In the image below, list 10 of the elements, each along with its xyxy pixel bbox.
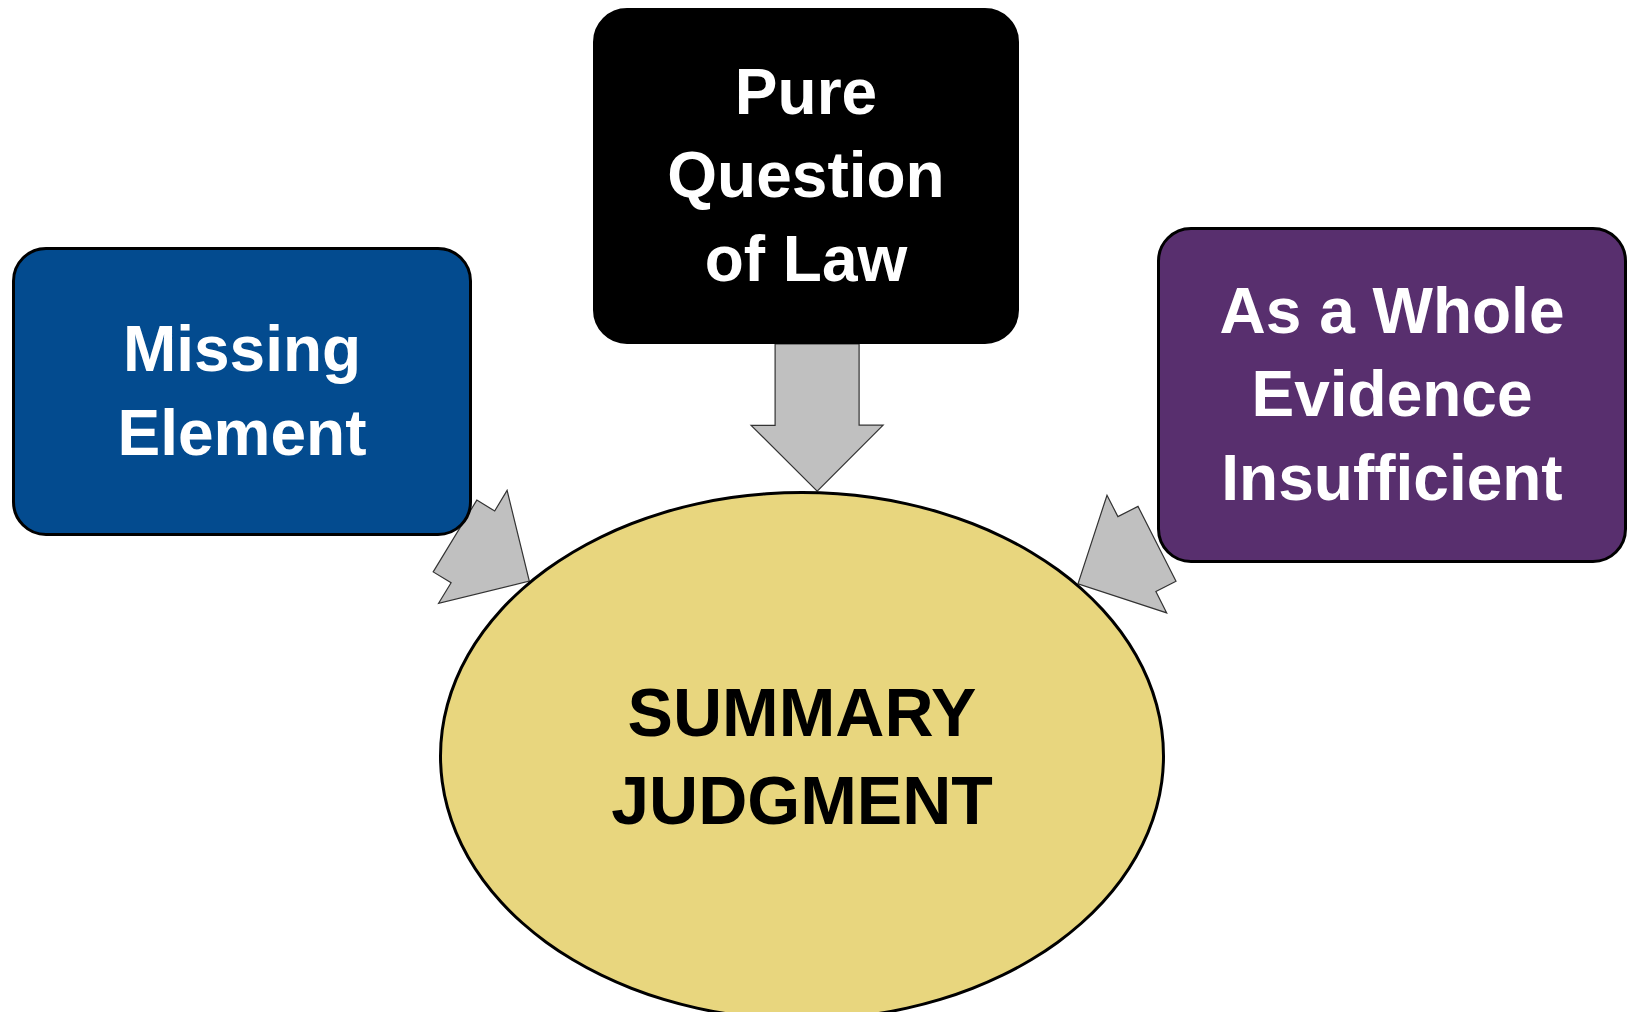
- block-arrow: [749, 343, 885, 493]
- block-arrow: [1077, 493, 1177, 614]
- process-box: [1157, 227, 1627, 563]
- node-label: SUMMARY JUDGMENT: [610, 672, 994, 840]
- node-label: Pure Question of Law: [666, 55, 946, 297]
- process-box: [593, 8, 1019, 344]
- block-arrow: [432, 488, 531, 605]
- node-label: Missing Element: [116, 312, 368, 471]
- node-label: As a Whole Evidence Insufficient: [1218, 274, 1566, 516]
- process-box: [12, 247, 472, 536]
